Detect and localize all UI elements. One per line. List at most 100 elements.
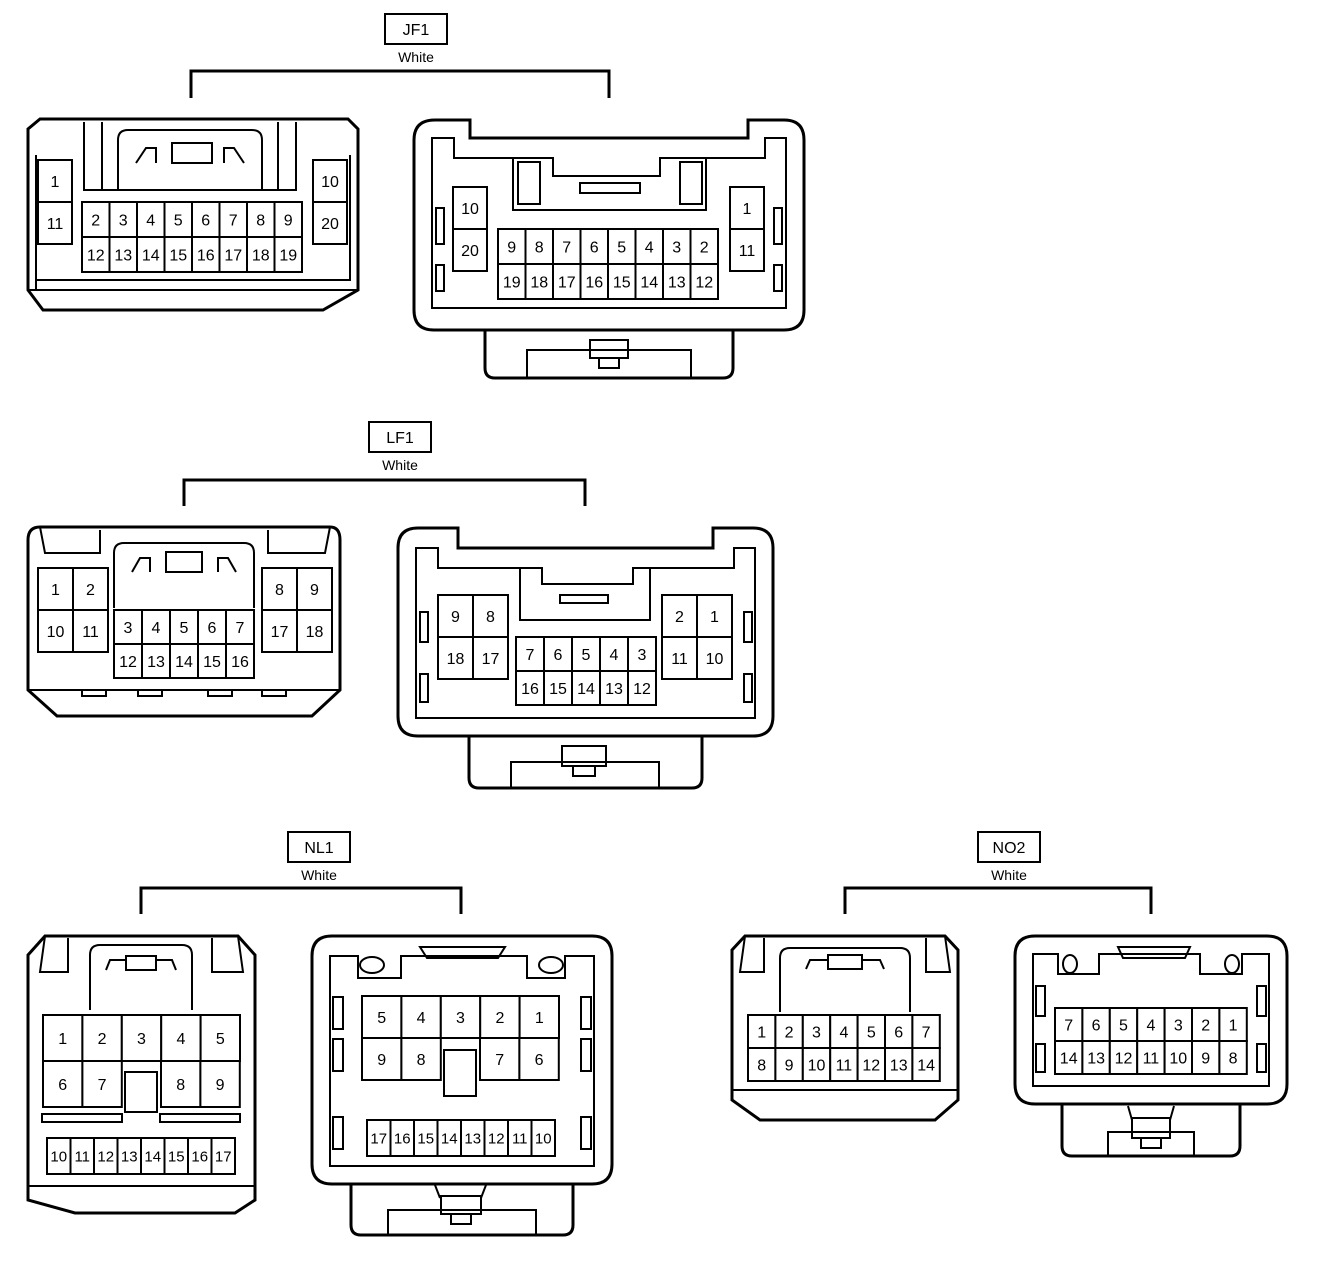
pin-number: 17: [482, 651, 500, 668]
pin-cell: 5: [1108, 1007, 1139, 1042]
pin-cell: 6: [191, 201, 221, 238]
pin-cell: 5: [163, 201, 193, 238]
pin-cell: 20: [312, 201, 348, 245]
pin-cell: 8: [524, 228, 554, 265]
pin-number: 4: [645, 239, 654, 256]
pin-number: 8: [1229, 1050, 1238, 1067]
pin-box: [452, 186, 488, 230]
pin-number: 11: [47, 216, 64, 233]
pin-cell: 7: [515, 636, 545, 672]
pin-number: 11: [1143, 1050, 1160, 1067]
pin-cell: 12: [81, 236, 111, 273]
pin-cell: 5: [607, 228, 637, 265]
pin-box: [218, 201, 248, 238]
pin-cell: 16: [579, 263, 609, 300]
pin-cell: 2: [479, 995, 521, 1039]
pin-cell: 5: [361, 995, 403, 1039]
pin-cell: 6: [518, 1037, 560, 1081]
pin-box: [530, 1119, 556, 1157]
pin-cell: 5: [856, 1014, 886, 1049]
pin-cell: 17: [552, 263, 582, 300]
pin-number: 16: [521, 681, 539, 698]
pin-number: 4: [176, 1031, 185, 1048]
pin-cell: 4: [829, 1014, 859, 1049]
pin-box: [729, 228, 765, 272]
pin-cell: 8: [400, 1037, 442, 1081]
pin-number: 6: [201, 212, 210, 229]
pin-number: 14: [175, 654, 193, 671]
pin-cell: 14: [140, 1137, 166, 1175]
pin-number: 3: [119, 212, 128, 229]
pin-number: 14: [577, 681, 595, 698]
pin-number: 9: [451, 609, 460, 626]
pin-cell: 1: [37, 159, 73, 203]
pin-number: 10: [808, 1057, 826, 1074]
pin-cell: 12: [856, 1047, 886, 1082]
pin-box: [312, 159, 348, 203]
pin-box: [37, 201, 73, 245]
pin-number: 3: [672, 239, 681, 256]
pin-number: 6: [554, 647, 563, 664]
pin-number: 19: [503, 274, 521, 291]
pin-cell: 13: [116, 1137, 142, 1175]
pin-box: [1054, 1007, 1084, 1042]
pin-number: 12: [119, 654, 137, 671]
pin-cell: 7: [1054, 1007, 1084, 1042]
pin-cell: 2: [81, 1014, 123, 1062]
pin-cell: 7: [552, 228, 582, 265]
pin-number: 8: [275, 582, 284, 599]
pin-number: 3: [456, 1010, 465, 1027]
pin-cell: 7: [225, 609, 255, 645]
pin-cell: 8: [261, 567, 298, 611]
pin-cell: 11: [69, 1137, 95, 1175]
pin-box: [552, 263, 582, 300]
pin-number: 3: [137, 1031, 146, 1048]
pin-number: 13: [464, 1130, 481, 1147]
pin-box: [113, 609, 143, 645]
pin-number: 7: [229, 212, 238, 229]
pin-cell: 6: [884, 1014, 914, 1049]
pin-cell: 7: [479, 1037, 521, 1081]
pin-number: 11: [671, 651, 688, 668]
pin-box: [1081, 1040, 1111, 1075]
pin-number: 14: [1060, 1050, 1078, 1067]
pin-number: 8: [535, 239, 544, 256]
pin-cell: 13: [884, 1047, 914, 1082]
pin-number: 6: [58, 1077, 67, 1094]
pin-number: 16: [197, 247, 215, 264]
pin-number: 7: [562, 239, 571, 256]
pin-number: 5: [180, 620, 189, 637]
pin-number: 7: [922, 1024, 931, 1041]
pin-cell: 10: [530, 1119, 556, 1157]
pin-number: 11: [836, 1057, 853, 1074]
pin-number: 16: [231, 654, 249, 671]
pin-box: [911, 1014, 941, 1049]
pin-cell: 9: [199, 1060, 241, 1108]
pin-box: [1163, 1007, 1193, 1042]
pin-cell: 16: [187, 1137, 213, 1175]
pin-box: [191, 201, 221, 238]
pin-number: 6: [208, 620, 217, 637]
pin-number: 13: [147, 654, 165, 671]
pin-number: 4: [1146, 1017, 1155, 1034]
pin-cell: 13: [460, 1119, 486, 1157]
pin-box: [37, 609, 74, 653]
pin-cell: 10: [696, 636, 733, 680]
pin-number: 17: [271, 624, 289, 641]
pin-cell: 5: [199, 1014, 242, 1062]
pin-cell: 15: [163, 236, 193, 273]
pin-cell: 2: [661, 594, 698, 638]
pin-box: [72, 609, 109, 653]
pin-cell: 8: [747, 1047, 777, 1082]
pin-number: 2: [91, 212, 100, 229]
pin-cell: 3: [801, 1014, 832, 1049]
pin-number: 14: [142, 247, 160, 264]
pin-number: 10: [461, 201, 479, 218]
pin-number: 1: [51, 582, 60, 599]
pin-box: [571, 670, 601, 706]
pin-box: [884, 1047, 914, 1082]
pin-cell: 6: [42, 1060, 84, 1108]
pin-number: 13: [605, 681, 623, 698]
pin-number: 6: [894, 1024, 903, 1041]
